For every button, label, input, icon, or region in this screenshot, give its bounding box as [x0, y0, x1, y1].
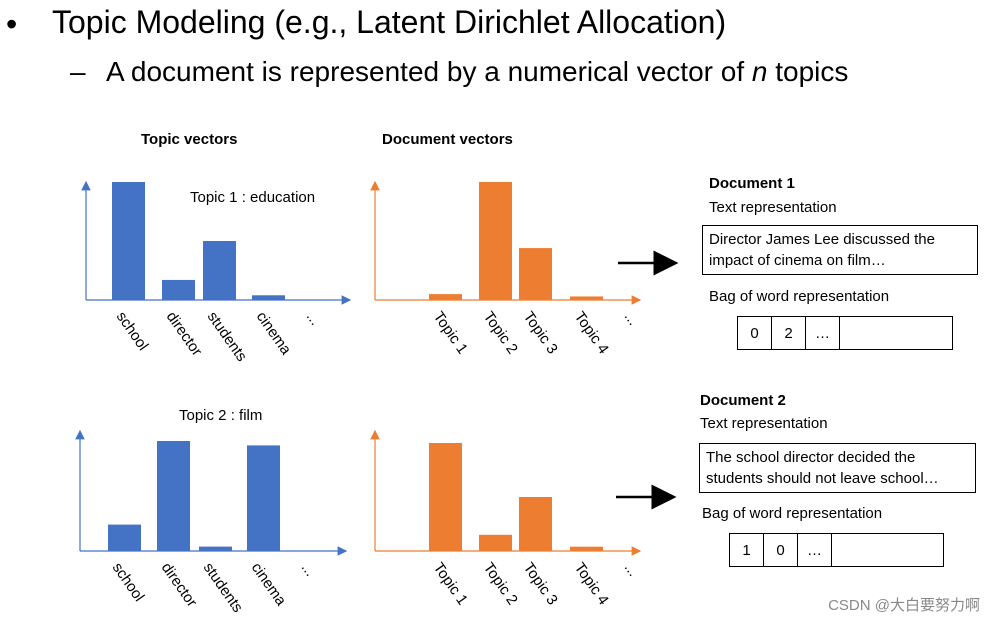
doc2-title: Document 2: [700, 392, 786, 409]
topic2-bar: [199, 546, 232, 551]
doc1-bar: [519, 248, 552, 300]
doc1-tick-label: Topic 1: [430, 309, 471, 358]
subtitle-pre: A document is represented by a numerical…: [106, 56, 752, 87]
topic2-chart-title: Topic 2 : film: [179, 407, 262, 424]
slide-subtitle: A document is represented by a numerical…: [106, 56, 848, 88]
doc1-bow-label: Bag of word representation: [709, 288, 890, 305]
topic2-bar: [247, 445, 280, 551]
topic2-bar: [108, 524, 141, 551]
doc2-tick-label: Topic 3: [520, 560, 561, 609]
doc2-bar: [479, 534, 512, 551]
doc2-tick-label: Topic 1: [430, 560, 471, 609]
topic1-bar: [252, 295, 285, 300]
bow-cell: 1: [730, 534, 764, 566]
topic1-tick-label: school: [113, 309, 152, 354]
doc1-text-label: Text representation: [709, 199, 837, 216]
topic1-tick-label: director: [163, 309, 206, 360]
topic1-tick-label: cinema: [253, 309, 295, 359]
doc2-bow-vector: 1 0 …: [729, 533, 944, 567]
dash-icon: –: [70, 56, 86, 87]
topic2-tick-label: ...: [298, 560, 319, 580]
doc1-title: Document 1: [709, 175, 795, 192]
topic1-tick-label: students: [204, 309, 250, 365]
doc1-bar: [570, 296, 603, 300]
bow-cell: [840, 317, 952, 349]
topic1-tick-label: ...: [303, 309, 324, 329]
doc1-tick-label: Topic 2: [480, 309, 521, 358]
topic1-chart-title: Topic 1 : education: [190, 189, 315, 206]
doc1-tick-label: Topic 3: [520, 309, 561, 358]
bow-cell: 0: [738, 317, 772, 349]
doc2-bow-label: Bag of word representation: [702, 505, 883, 522]
topic1-bar: [112, 182, 145, 300]
topic2-tick-label: director: [158, 560, 201, 611]
topic2-tick-label: students: [200, 560, 246, 616]
slide-title: Topic Modeling (e.g., Latent Dirichlet A…: [52, 4, 727, 40]
doc2-tick-label: Topic 4: [571, 560, 612, 609]
bow-cell: …: [798, 534, 832, 566]
bow-cell: 0: [764, 534, 798, 566]
watermark: CSDN @大白要努力啊: [828, 597, 980, 614]
doc1-bow-vector: 0 2 …: [737, 316, 953, 350]
topic2-tick-label: cinema: [248, 560, 290, 610]
doc2-tick-label: Topic 2: [480, 560, 521, 609]
doc2-bar: [570, 546, 603, 551]
subtitle-post: topics: [767, 56, 849, 87]
topic-vectors-heading: Topic vectors: [141, 131, 238, 148]
doc2-text-box: The school director decided the students…: [699, 443, 976, 493]
doc2-bar: [429, 443, 462, 551]
doc1-tick-label: ...: [621, 309, 642, 329]
bow-cell: 2: [772, 317, 806, 349]
doc2-text-label: Text representation: [700, 415, 828, 432]
bow-cell: …: [806, 317, 840, 349]
subtitle-var: n: [751, 56, 768, 87]
topic2-bar: [157, 441, 190, 551]
doc1-tick-label: Topic 4: [571, 309, 612, 358]
topic1-bar: [162, 279, 195, 300]
bullet-icon: •: [6, 6, 18, 42]
bow-cell: [832, 534, 943, 566]
doc1-text-box: Director James Lee discussed the impact …: [702, 225, 978, 275]
doc1-bar: [479, 182, 512, 300]
doc1-bar: [429, 294, 462, 300]
doc2-tick-label: ...: [621, 560, 642, 580]
topic1-bar: [203, 241, 236, 300]
topic2-tick-label: school: [109, 560, 148, 605]
doc2-bar: [519, 497, 552, 551]
document-vectors-heading: Document vectors: [382, 131, 513, 148]
